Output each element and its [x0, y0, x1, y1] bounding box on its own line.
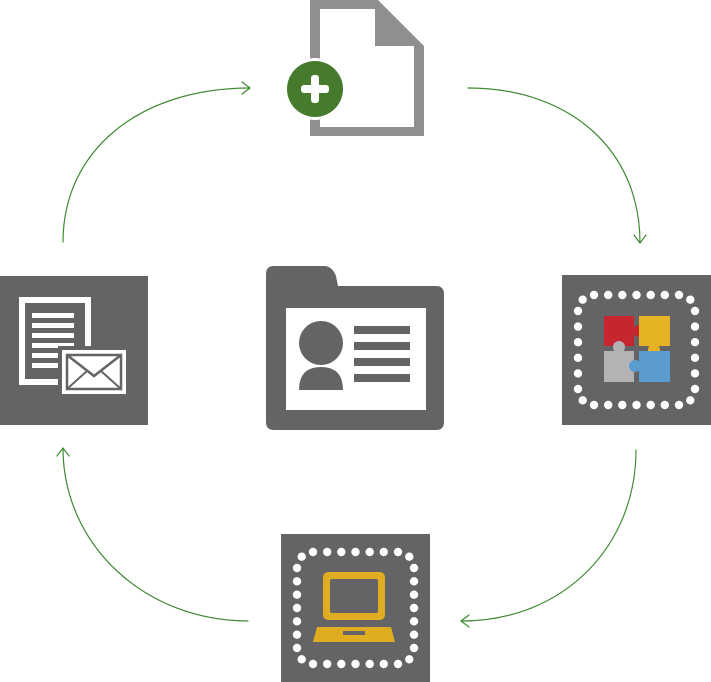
laptop-icon: [313, 572, 395, 642]
frame-dot: [618, 290, 627, 300]
puzzle-icon: [604, 316, 670, 382]
frame-dot: [409, 563, 419, 573]
new-document-node: [282, 0, 428, 140]
frame-dot: [409, 617, 419, 626]
contact-card-folder-icon: [266, 266, 444, 430]
computer-node: [281, 534, 430, 682]
frame-dot: [365, 659, 374, 669]
frame-dot: [292, 617, 302, 626]
frame-dot: [379, 659, 388, 669]
frame-dot: [632, 400, 641, 410]
frame-dot: [604, 400, 613, 410]
frame-dot: [690, 338, 700, 347]
arrow-computer-to-messages: [62, 447, 249, 622]
frame-dot: [292, 590, 302, 599]
frame-dot: [573, 322, 583, 331]
frame-dot: [674, 290, 684, 300]
frame-dot: [365, 547, 374, 557]
frame-dot: [292, 563, 302, 573]
frame-dot: [686, 295, 695, 304]
frame-dot: [573, 384, 583, 394]
contact-folder-node: [262, 264, 448, 432]
frame-dot: [660, 290, 669, 300]
arrow-integration-to-computer: [460, 449, 637, 622]
frame-dot: [292, 603, 302, 613]
frame-dot: [632, 290, 641, 300]
frame-dot: [393, 547, 403, 557]
frame-dot: [690, 369, 700, 378]
frame-dot: [409, 603, 419, 613]
arrowhead-integration: [633, 234, 647, 244]
frame-dot: [409, 590, 419, 599]
frame-dot: [573, 306, 583, 316]
frame-dot: [690, 306, 700, 316]
arrowhead-computer: [460, 614, 470, 628]
frame-dot: [351, 659, 360, 669]
messages-node: [0, 276, 148, 425]
frame-dot: [292, 577, 302, 586]
document-add-icon: [284, 0, 424, 136]
frame-dot: [337, 659, 346, 669]
frame-dot: [351, 547, 360, 557]
document-mail-icon: [0, 276, 148, 425]
arrow-new-document-to-integration: [467, 87, 641, 244]
frame-dot: [686, 396, 695, 405]
frame-dot: [323, 547, 332, 557]
frame-dot: [337, 547, 346, 557]
frame-dot: [308, 547, 318, 557]
frame-dot: [573, 338, 583, 347]
frame-dot: [297, 552, 306, 561]
frame-dot: [393, 659, 403, 669]
frame-dot: [323, 659, 332, 669]
frame-dot: [690, 353, 700, 362]
integration-node: [562, 275, 711, 425]
frame-dot: [308, 659, 318, 669]
frame-dot: [409, 643, 419, 653]
frame-dot: [573, 369, 583, 378]
frame-dot: [405, 655, 414, 664]
frame-dot: [409, 577, 419, 586]
frame-dot: [674, 400, 684, 410]
frame-dot: [604, 290, 613, 300]
frame-dot: [690, 322, 700, 331]
frame-dot: [589, 400, 599, 410]
frame-dot: [409, 630, 419, 639]
frame-dot: [297, 655, 306, 664]
frame-dot: [646, 400, 655, 410]
integration-tile: [562, 275, 711, 425]
arrowhead-messages: [56, 447, 70, 457]
frame-dot: [405, 552, 414, 561]
frame-dot: [573, 353, 583, 362]
frame-dot: [292, 630, 302, 639]
frame-dot: [578, 396, 587, 405]
arrowhead-new-document: [241, 81, 251, 95]
frame-dot: [660, 400, 669, 410]
computer-tile: [281, 534, 430, 682]
frame-dot: [618, 400, 627, 410]
frame-dot: [589, 290, 599, 300]
frame-dot: [646, 290, 655, 300]
frame-dot: [379, 547, 388, 557]
arrow-messages-to-new-document: [62, 87, 251, 243]
frame-dot: [578, 295, 587, 304]
frame-dot: [690, 384, 700, 394]
frame-dot: [292, 643, 302, 653]
